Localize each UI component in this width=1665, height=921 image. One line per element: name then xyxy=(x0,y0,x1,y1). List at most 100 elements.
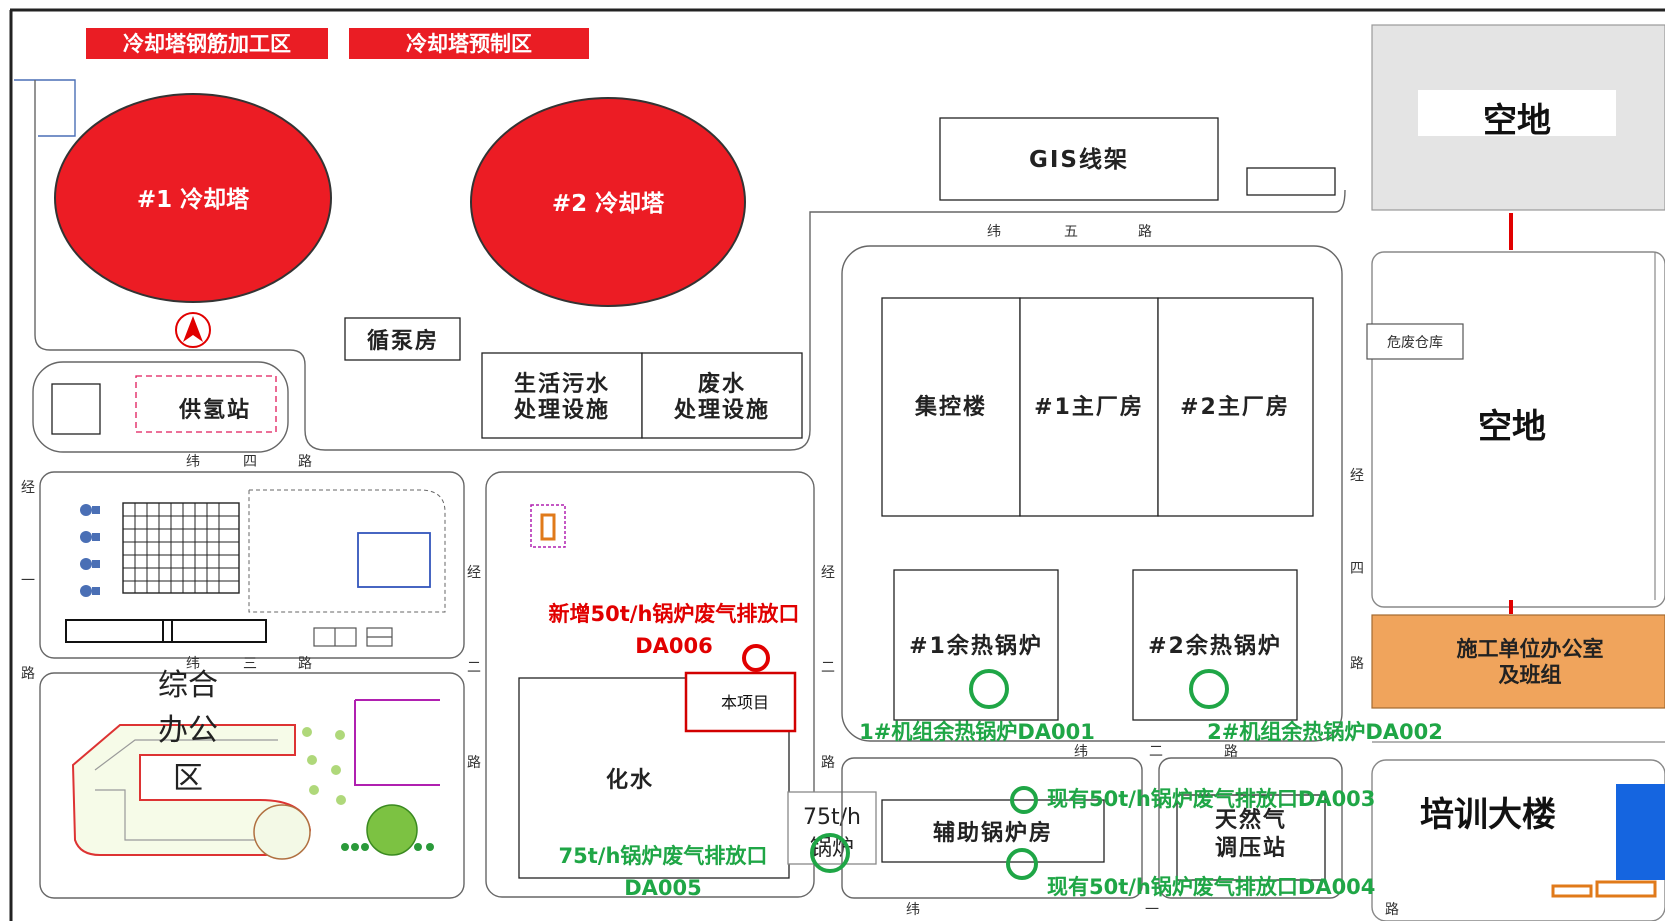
hrsg-2-label: #2余热锅炉 xyxy=(1148,633,1282,659)
main-building-2: #2主厂房 xyxy=(1157,297,1314,517)
empty-lot-middle: 空地 xyxy=(1371,251,1665,608)
central-block xyxy=(485,471,815,898)
wastewater-treatment: 废水 处理设施 xyxy=(641,352,803,439)
contractor-office-label-1: 施工单位办公室 xyxy=(1457,637,1604,661)
small-building-ne xyxy=(1246,167,1336,196)
banner-precast-area: 冷却塔预制区 xyxy=(349,28,589,59)
road-jing2b-label-2: 二 xyxy=(821,660,835,676)
road-wei5-label-2: 五 xyxy=(1064,224,1078,240)
banner-rebar-label: 冷却塔钢筋加工区 xyxy=(123,32,291,56)
hydrogen-block-outline xyxy=(32,361,289,453)
circ-pump-house-label: 循泵房 xyxy=(367,328,439,354)
training-building-label: 培训大楼 xyxy=(1420,795,1556,835)
empty-lot-top-label: 空地 xyxy=(1483,101,1551,141)
outlet-da006-label-2: DA006 xyxy=(635,634,713,658)
training-building: 培训大楼 xyxy=(1371,759,1665,921)
gas-station-block xyxy=(1158,757,1343,899)
road-wei2-label-3: 路 xyxy=(1224,744,1238,760)
contractor-office-label-2: 及班组 xyxy=(1499,663,1562,687)
road-jing2b-label-3: 路 xyxy=(821,755,835,771)
hazwaste-store-label: 危废仓库 xyxy=(1387,335,1443,351)
outlet-da002-marker[interactable] xyxy=(1189,669,1229,709)
road-wei4-label-1: 纬 xyxy=(186,454,200,470)
road-wei4-label-2: 四 xyxy=(243,454,257,470)
road-jing2a-label-3: 路 xyxy=(467,755,481,771)
sewage-treatment: 生活污水 处理设施 xyxy=(481,352,643,439)
road-wei3-label-3: 路 xyxy=(298,656,312,672)
this-project-label: 本项目 xyxy=(721,693,769,712)
office-area: 综合 办公 区 xyxy=(39,668,465,899)
road-wei5-label-1: 纬 xyxy=(987,224,1001,240)
road-curve-ne xyxy=(1334,189,1346,213)
outlet-da001-marker[interactable] xyxy=(969,669,1009,709)
west-industrial-block xyxy=(39,471,465,659)
empty-lot-middle-label: 空地 xyxy=(1478,407,1546,447)
banner-precast-label: 冷却塔预制区 xyxy=(406,32,532,56)
road-jing2a-label-2: 二 xyxy=(467,660,481,676)
road-wei4-label-3: 路 xyxy=(298,454,312,470)
corner-bracket xyxy=(14,79,76,137)
banner-rebar-area: 冷却塔钢筋加工区 xyxy=(86,28,328,59)
road-jing2b-label-1: 经 xyxy=(821,565,835,581)
aux-boiler-house: 辅助锅炉房 xyxy=(881,799,1105,863)
outlet-da005-label-1: 75t/h锅炉废气排放口 xyxy=(559,844,768,868)
office-area-label-3: 区 xyxy=(173,761,203,796)
outlet-da006-marker[interactable] xyxy=(742,644,770,672)
water-treatment-label: 化水 xyxy=(606,767,654,793)
cooling-tower-2: #2 冷却塔 xyxy=(470,97,746,307)
gis-rack-label: GIS线架 xyxy=(1029,146,1129,173)
gas-station-label-1: 天然气 xyxy=(1215,807,1287,833)
road-jing4-label-2: 四 xyxy=(1350,561,1364,577)
hydrogen-station: 供氢站 xyxy=(135,375,277,433)
outlet-da004-marker[interactable] xyxy=(1006,848,1038,880)
road-wei2-label-1: 纬 xyxy=(1074,744,1088,760)
hrsg-2: #2余热锅炉 xyxy=(1132,569,1298,721)
gas-station-label-2: 调压站 xyxy=(1215,836,1287,861)
hrsg-1: #1余热锅炉 xyxy=(893,569,1059,721)
main-building-2-label: #2主厂房 xyxy=(1180,394,1290,420)
office-area-label-1: 综合 xyxy=(158,668,218,703)
gas-station: 天然气 调压站 xyxy=(1176,794,1326,881)
aux-boiler-block xyxy=(841,757,1143,899)
road-wei1-label-1: 纬 xyxy=(906,902,920,918)
road-wei1-label-2: 一 xyxy=(1145,902,1159,918)
wastewater-label-2: 处理设施 xyxy=(673,397,770,423)
road-outline-north xyxy=(34,80,1335,451)
road-wei3-label-1: 纬 xyxy=(186,656,200,672)
main-plant-outline xyxy=(841,245,1343,742)
road-wei3-label-2: 三 xyxy=(243,656,257,672)
road-jing4-label-1: 经 xyxy=(1350,468,1364,484)
road-jing4-label-3: 路 xyxy=(1350,656,1364,672)
gis-rack: GIS线架 xyxy=(939,117,1219,201)
boiler-75-label-1: 75t/h xyxy=(803,805,861,830)
boiler-75: 75t/h 锅炉 xyxy=(787,791,877,865)
empty-lot-top: 空地 xyxy=(1371,24,1665,211)
outlet-da001-label: 1#机组余热锅炉DA001 xyxy=(859,720,1095,744)
hrsg-1-label: #1余热锅炉 xyxy=(909,633,1043,659)
hazwaste-store: 危废仓库 xyxy=(1366,323,1464,360)
contractor-office: 施工单位办公室 及班组 xyxy=(1371,614,1665,709)
cooling-tower-1-label: #1 冷却塔 xyxy=(137,186,250,213)
office-area-label-2: 办公 xyxy=(158,713,218,748)
outlet-da003-label: 现有50t/h锅炉废气排放口DA003 xyxy=(1047,787,1375,811)
road-wei1-label-3: 路 xyxy=(1385,902,1399,918)
this-project[interactable]: 本项目 xyxy=(684,671,797,733)
control-building-label: 集控楼 xyxy=(914,394,987,420)
sewage-label-1: 生活污水 xyxy=(514,372,610,397)
outlet-da005-marker[interactable] xyxy=(810,833,850,873)
outlet-da006-label-1: 新增50t/h锅炉废气排放口 xyxy=(549,602,800,626)
road-jing1-label-3: 路 xyxy=(21,666,35,682)
cooling-tower-1: #1 冷却塔 xyxy=(54,93,332,303)
hydrogen-station-label: 供氢站 xyxy=(178,397,251,423)
control-building: 集控楼 xyxy=(881,297,1021,517)
sewage-label-2: 处理设施 xyxy=(513,397,610,423)
road-jing1-label-1: 经 xyxy=(21,480,35,496)
main-building-1-label: #1主厂房 xyxy=(1034,394,1144,420)
road-wei2-label-2: 二 xyxy=(1149,744,1163,760)
outlet-da002-label: 2#机组余热锅炉DA002 xyxy=(1207,720,1443,744)
road-wei5-label-3: 路 xyxy=(1138,224,1152,240)
outlet-da005-label-2: DA005 xyxy=(624,876,702,900)
wastewater-label-1: 废水 xyxy=(698,371,746,397)
outlet-da003-marker[interactable] xyxy=(1010,786,1038,814)
